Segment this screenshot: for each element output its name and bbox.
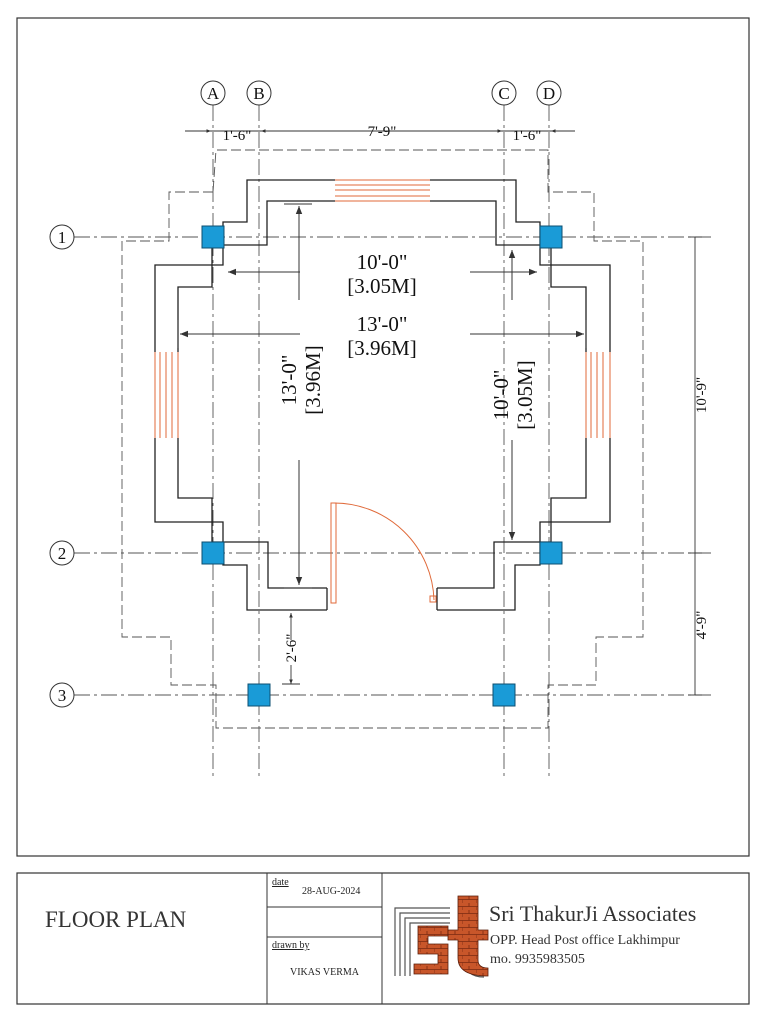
- porch-dimension: [282, 613, 300, 685]
- right-dimension-chain: [688, 236, 702, 696]
- grid-bubbles: [49, 80, 562, 708]
- dim-inner-width-ft: 10'-0": [357, 250, 408, 274]
- grid-bubble-2: [49, 540, 75, 566]
- grid-bubble-3: [49, 682, 75, 708]
- company-logo-icon: [394, 895, 489, 978]
- grid-label-b: B: [253, 84, 264, 103]
- dim-top-left: 1'-6": [223, 128, 252, 144]
- company-address: OPP. Head Post office Lakhimpur: [490, 933, 680, 948]
- grid-labels: A B C D 1 2 3: [58, 84, 555, 705]
- dim-right-upper: 10'-9": [694, 377, 710, 413]
- column-c3: [492, 683, 516, 707]
- door-swing: [330, 502, 437, 604]
- dim-top-right: 1'-6": [513, 128, 542, 144]
- drawing-frame: [16, 17, 750, 857]
- date-value: 28-AUG-2024: [302, 886, 360, 897]
- grid-label-c: C: [498, 84, 509, 103]
- left-opening: [154, 352, 179, 438]
- dim-top-middle: 7'-9": [368, 124, 397, 140]
- dim-inner-width-m: [3.05M]: [347, 274, 416, 298]
- company-phone: mo. 9935983505: [490, 952, 585, 967]
- grid-label-2: 2: [58, 544, 67, 563]
- drawn-by-value: VIKAS VERMA: [290, 967, 360, 978]
- right-opening: [585, 352, 611, 438]
- dim-outer-width-ft: 13'-0": [357, 312, 408, 336]
- title-block-frame: [16, 872, 750, 1005]
- dim-vertical-right-ft: 10'-0": [489, 370, 513, 421]
- openings: [154, 179, 611, 604]
- dim-vertical-right-m: [3.05M]: [513, 360, 537, 429]
- columns: [201, 225, 563, 707]
- wall-outer: [154, 179, 611, 611]
- dim-right-lower: 4'-9": [694, 611, 710, 640]
- grid-label-1: 1: [58, 228, 67, 247]
- grid-bubble-b: [246, 80, 272, 106]
- column-a2: [201, 541, 225, 565]
- dim-porch: 2'-6": [284, 634, 300, 663]
- column-a1: [201, 225, 225, 249]
- grid-bubble-1: [49, 224, 75, 250]
- date-label: date: [272, 877, 289, 888]
- grid-label-d: D: [543, 84, 555, 103]
- dim-outer-width-m: [3.96M]: [347, 336, 416, 360]
- inner-dimension-lines: [177, 203, 587, 589]
- grid-bubble-d: [536, 80, 562, 106]
- column-d2: [539, 541, 563, 565]
- company-name: Sri ThakurJi Associates: [489, 901, 696, 926]
- sheet-title: FLOOR PLAN: [45, 907, 187, 932]
- column-b3: [247, 683, 271, 707]
- grid-bubble-c: [491, 80, 517, 106]
- column-d1: [539, 225, 563, 249]
- grid-label-3: 3: [58, 686, 67, 705]
- top-opening: [335, 179, 430, 202]
- plinth-outline: [121, 149, 644, 729]
- drawn-by-label: drawn by: [272, 940, 310, 951]
- grid-label-a: A: [207, 84, 220, 103]
- dim-vertical-left-ft: 13'-0": [277, 355, 301, 406]
- grid-bubble-a: [200, 80, 226, 106]
- dim-vertical-left-m: [3.96M]: [301, 345, 325, 414]
- grid-lines: [74, 105, 712, 780]
